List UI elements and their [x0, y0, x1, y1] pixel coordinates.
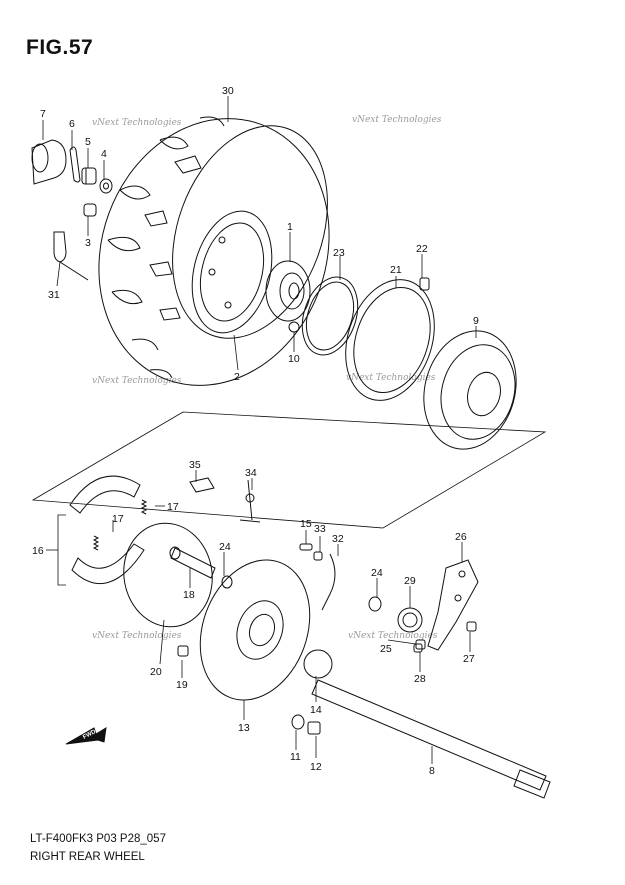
- watermark: vNext Technologies: [92, 631, 182, 641]
- wheel-rim: [191, 210, 273, 334]
- part-label-29: 29: [404, 575, 416, 587]
- axle-o-ring: [303, 649, 333, 679]
- castle-nut: [81, 167, 97, 185]
- watermarks: vNext Technologies vNext Technologies vN…: [92, 115, 442, 641]
- lug-nut: [83, 203, 97, 217]
- part-label-33: 33: [314, 523, 326, 535]
- o-ring: [288, 321, 300, 333]
- part-label-32: 32: [332, 533, 344, 545]
- forward-direction-arrow: FWD: [65, 727, 107, 745]
- part-label-25: 25: [380, 643, 392, 655]
- leader-lines: [42, 96, 477, 764]
- tire-valve: [53, 231, 89, 281]
- part-label-22: 22: [416, 243, 428, 255]
- part-label-13: 13: [238, 722, 250, 734]
- watermark: vNext Technologies: [92, 376, 182, 386]
- brake-link: [239, 479, 261, 523]
- seal-ring: [301, 276, 359, 356]
- brake-drum-cover: [345, 279, 435, 401]
- part-label-16: 16: [32, 545, 44, 557]
- part-label-11: 11: [290, 751, 301, 763]
- part-label-19: 19: [176, 679, 188, 691]
- part-label-3: 3: [85, 237, 91, 249]
- brake-spring: [92, 499, 148, 551]
- lever-bolt: [466, 621, 477, 632]
- bolt: [413, 643, 423, 653]
- return-spring: [397, 607, 423, 633]
- watermark: vNext Technologies: [346, 373, 436, 383]
- part-label-23: 23: [333, 247, 345, 259]
- part-label-1: 1: [287, 221, 293, 233]
- part-label-21: 21: [390, 264, 402, 276]
- wheel-hub: [265, 260, 311, 322]
- pin: [299, 543, 313, 551]
- brake-drum: [423, 330, 517, 450]
- brake-cam-lever: [427, 559, 479, 651]
- part-label-34: 34: [245, 467, 257, 479]
- part-label-15: 15: [300, 518, 312, 530]
- tire: [98, 116, 330, 386]
- part-label-31: 31: [48, 289, 60, 301]
- part-label-24: 24: [219, 541, 231, 553]
- mount-bolt: [177, 645, 189, 657]
- brake-shoes: [69, 475, 145, 585]
- part-label-18: 18: [183, 589, 195, 601]
- part-label-24: 24: [371, 567, 383, 579]
- part-number-labels: 30 7 6 5 4 3 31 1 2 10 23 21 22 9 35 34 …: [32, 85, 479, 777]
- diagram-name: RIGHT REAR WHEEL: [30, 851, 145, 863]
- washer: [99, 178, 113, 194]
- part-label-17: 17: [167, 501, 179, 513]
- shoe-bracket: [189, 477, 215, 493]
- fitting: [313, 551, 323, 561]
- part-label-28: 28: [414, 673, 426, 685]
- washer: [368, 596, 382, 612]
- part-label-17: 17: [112, 513, 124, 525]
- part-label-27: 27: [463, 653, 475, 665]
- rear-axle: [311, 679, 551, 799]
- hub-cap: [31, 139, 67, 185]
- brake-backing-plate: [199, 559, 311, 701]
- diagram-code: LT-F400FK3 P03 P28_057: [30, 833, 166, 845]
- part-label-7: 7: [40, 108, 46, 120]
- gasket-ring: [123, 522, 213, 628]
- part-label-9: 9: [473, 315, 479, 327]
- drain-plug: [307, 721, 321, 735]
- part-label-10: 10: [288, 353, 300, 365]
- washer: [291, 714, 305, 730]
- part-label-6: 6: [69, 118, 75, 130]
- breather-hose: [321, 553, 336, 611]
- part-label-2: 2: [234, 371, 240, 383]
- part-label-4: 4: [101, 148, 107, 160]
- part-label-35: 35: [189, 459, 201, 471]
- watermark: vNext Technologies: [352, 115, 442, 125]
- part-label-14: 14: [310, 704, 322, 716]
- reference-plane-outline: [31, 411, 547, 529]
- washer: [221, 575, 233, 589]
- part-label-8: 8: [429, 765, 435, 777]
- brake-cam: [169, 546, 216, 579]
- watermark: vNext Technologies: [348, 631, 438, 641]
- figure-title: FIG.57: [26, 36, 94, 59]
- part-label-30: 30: [222, 85, 234, 97]
- part-label-5: 5: [85, 136, 91, 148]
- drum-bolt: [419, 277, 430, 291]
- part-label-12: 12: [310, 761, 322, 773]
- cotter-pin: [69, 146, 81, 183]
- watermark: vNext Technologies: [92, 118, 182, 128]
- part-label-26: 26: [455, 531, 467, 543]
- part-label-20: 20: [150, 666, 162, 678]
